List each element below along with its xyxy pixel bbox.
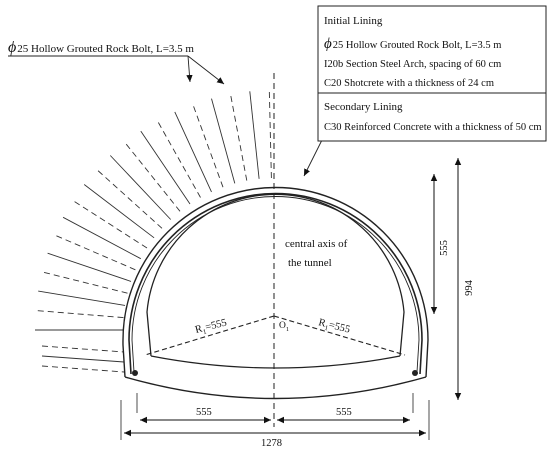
legend-secondary-line: C30 Reinforced Concrete with a thickness… bbox=[324, 122, 542, 133]
outer-lining-outline bbox=[122, 186, 429, 378]
rock-bolt-line bbox=[41, 271, 128, 294]
rock-bolt-line bbox=[62, 216, 142, 260]
rock-bolt-line bbox=[140, 130, 191, 205]
axis-label-line1: central axis of bbox=[285, 238, 348, 250]
legend-box: Initial Lining ϕ25 Hollow Grouted Rock B… bbox=[317, 5, 547, 142]
legend-initial-title: Initial Lining bbox=[324, 15, 383, 27]
radius-label-right: R1=555 bbox=[317, 317, 351, 337]
rock-bolt-line bbox=[96, 169, 163, 229]
bolt-label: ϕ25 Hollow Grouted Rock Bolt, L=3.5 m bbox=[8, 39, 194, 56]
rock-bolt-line bbox=[174, 111, 212, 193]
dim-total-width-label: 1278 bbox=[261, 438, 282, 449]
rock-bolt-line bbox=[268, 90, 272, 179]
initial-lining-line bbox=[128, 192, 423, 375]
bolt-leader-2 bbox=[186, 55, 193, 83]
vertical-dimensions: 555 994 bbox=[430, 158, 475, 400]
rock-bolt-line bbox=[41, 355, 125, 363]
dim-half-left-label: 555 bbox=[196, 407, 212, 418]
legend-initial-line-3: C20 Shotcrete with a thickness of 24 cm bbox=[324, 78, 494, 89]
initial-lining-inner-line bbox=[131, 196, 420, 373]
rock-bolt-line bbox=[41, 365, 125, 373]
radius-label-left: R1=555 bbox=[194, 317, 228, 337]
right-footing-mark bbox=[412, 370, 418, 376]
legend-initial-line-1: ϕ25 Hollow Grouted Rock Bolt, L=3.5 m bbox=[324, 36, 501, 52]
rock-bolt-line bbox=[35, 310, 124, 319]
dim-radius-vertical-label: 555 bbox=[439, 240, 450, 256]
legend-initial-line-2: I20b Section Steel Arch, spacing of 60 c… bbox=[324, 59, 501, 70]
rock-bolt-line bbox=[124, 142, 181, 212]
horizontal-dimensions: 555 555 1278 bbox=[120, 393, 430, 449]
radius-line-right bbox=[273, 315, 406, 356]
legend-secondary-title: Secondary Lining bbox=[324, 101, 403, 113]
bolt-leader-1 bbox=[187, 55, 225, 85]
rock-bolt-line bbox=[47, 252, 132, 282]
rock-bolts bbox=[35, 90, 272, 373]
rock-bolt-line bbox=[192, 104, 224, 188]
rock-bolt-line bbox=[83, 184, 155, 239]
rock-bolt-line bbox=[230, 94, 248, 181]
radius-line-left bbox=[144, 315, 275, 356]
rock-bolt-line bbox=[211, 98, 236, 184]
center-point-label: O1 bbox=[279, 321, 289, 333]
inverted-arch-inner bbox=[150, 355, 401, 369]
rock-bolt-line bbox=[41, 345, 125, 353]
dim-half-right-label: 555 bbox=[336, 407, 352, 418]
tunnel-lining bbox=[122, 186, 429, 400]
inverted-arch-outer bbox=[124, 376, 427, 400]
axis-label-line2: the tunnel bbox=[288, 257, 332, 269]
rock-bolt-line bbox=[109, 155, 172, 220]
rock-bolt-line bbox=[157, 120, 201, 198]
rock-bolt-line bbox=[38, 290, 126, 306]
dim-total-height-label: 994 bbox=[464, 279, 475, 296]
left-footing-mark bbox=[132, 370, 138, 376]
secondary-lining-inner-outline bbox=[146, 193, 405, 357]
secondary-leader bbox=[303, 139, 323, 177]
rock-bolt-line bbox=[249, 91, 260, 179]
rock-bolt-line bbox=[54, 234, 136, 271]
rock-bolt-line bbox=[72, 200, 148, 249]
